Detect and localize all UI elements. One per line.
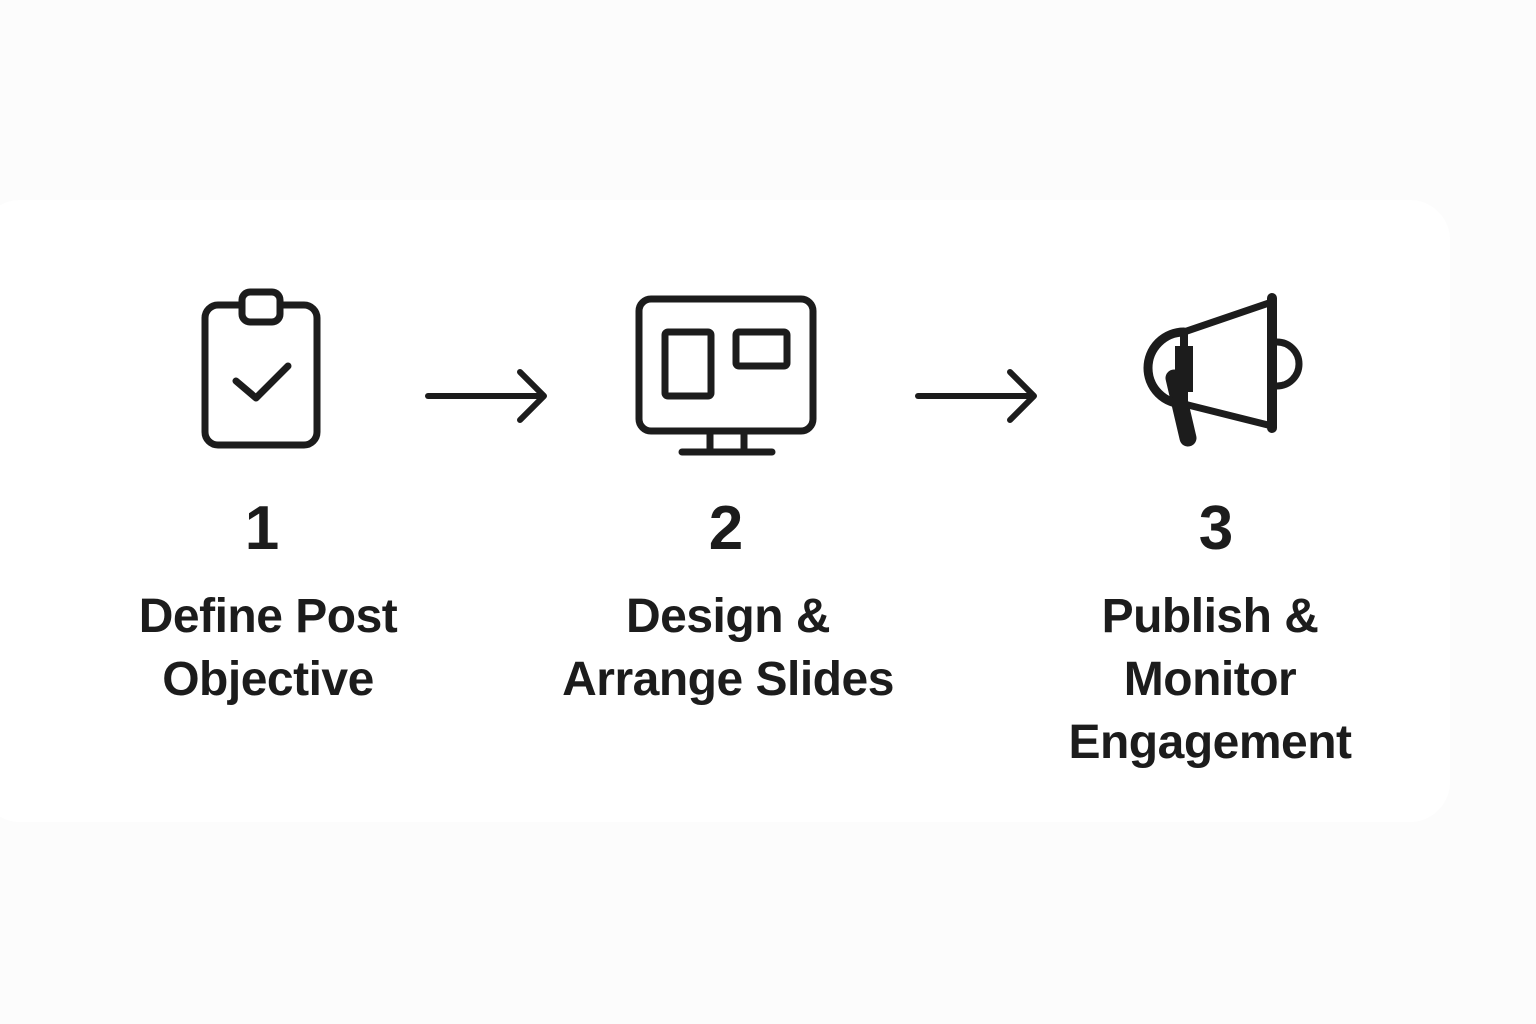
clipboard-check-icon xyxy=(201,288,321,449)
step-label-line: Arrange Slides xyxy=(562,653,894,706)
step-label-line: Define Post xyxy=(138,590,398,643)
step-number: 2 xyxy=(708,494,744,563)
arrow-right-icon xyxy=(425,369,547,423)
arrow-right-icon xyxy=(915,369,1037,423)
megaphone-icon xyxy=(1143,293,1303,447)
step-number: 1 xyxy=(244,494,280,563)
step-label-line: Publish & xyxy=(1101,590,1319,643)
step-label-line: Design & xyxy=(625,590,831,643)
step-label: Publish & Monitor Engagement xyxy=(1010,585,1410,774)
step-label: Define Post Objective xyxy=(68,585,468,711)
step-label: Design & Arrange Slides xyxy=(528,585,928,711)
step-label-line: Objective xyxy=(162,653,374,706)
step-label-line: Monitor xyxy=(1123,653,1297,706)
step-number: 3 xyxy=(1198,494,1234,563)
monitor-layout-icon xyxy=(635,295,817,456)
step-label-line: Engagement xyxy=(1068,716,1352,769)
